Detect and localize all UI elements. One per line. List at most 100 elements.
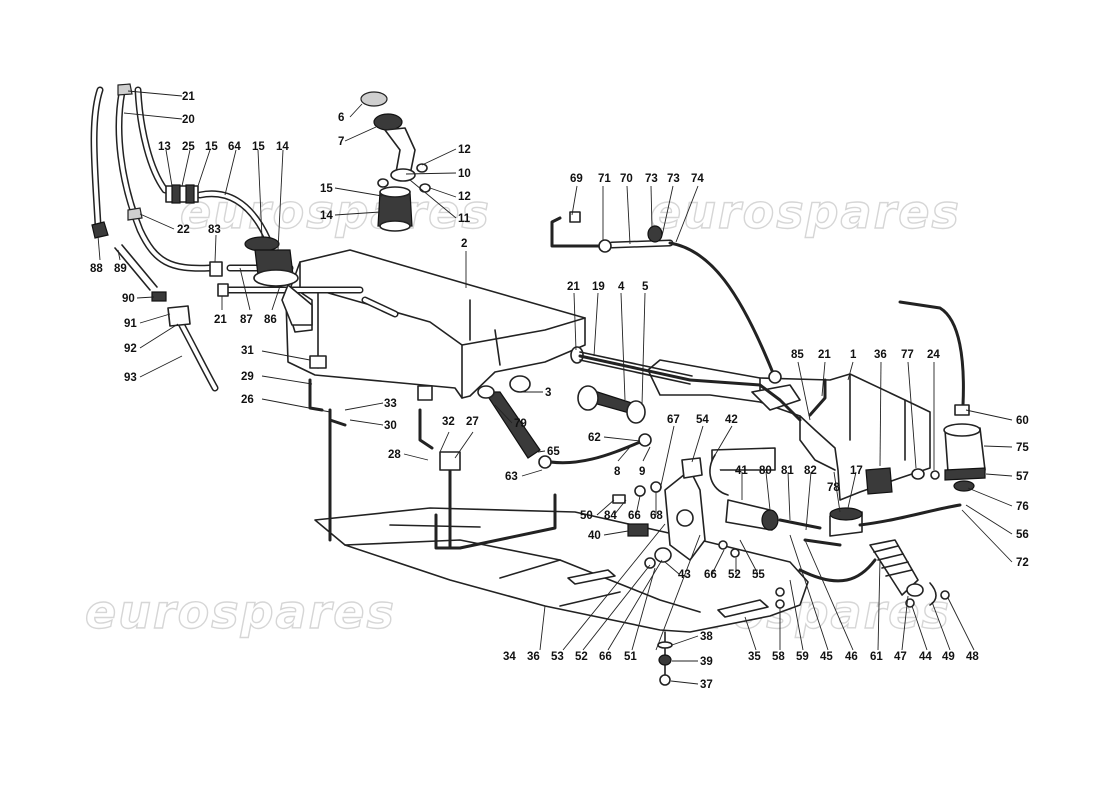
callout-36: 36 xyxy=(527,651,540,663)
callout-33: 33 xyxy=(384,398,397,410)
callout-67: 67 xyxy=(667,414,680,426)
callout-14: 14 xyxy=(276,141,289,153)
callout-80: 80 xyxy=(759,465,772,477)
callout-15: 15 xyxy=(205,141,218,153)
callout-75: 75 xyxy=(1016,442,1029,454)
callout-5: 5 xyxy=(642,281,649,293)
callout-labels: 21 20 13 25 15 64 15 14 6 7 12 10 12 11 … xyxy=(90,91,1029,691)
callout-21: 21 xyxy=(214,314,227,326)
callout-45: 45 xyxy=(820,651,833,663)
callout-44: 44 xyxy=(919,651,932,663)
callout-73: 73 xyxy=(645,173,658,185)
callout-27: 27 xyxy=(466,416,479,428)
callout-10: 10 xyxy=(458,168,471,180)
callout-58: 58 xyxy=(772,651,785,663)
callout-20: 20 xyxy=(182,114,195,126)
callout-21: 21 xyxy=(567,281,580,293)
callout-38: 38 xyxy=(700,631,713,643)
callout-31: 31 xyxy=(241,345,254,357)
callout-29: 29 xyxy=(241,371,254,383)
callout-4: 4 xyxy=(618,281,625,293)
callout-72: 72 xyxy=(1016,557,1029,569)
watermark-top-right: eurospares xyxy=(650,185,961,239)
callout-50: 50 xyxy=(580,510,593,522)
callout-66: 66 xyxy=(628,510,641,522)
tank-neck xyxy=(244,236,313,326)
callout-66: 66 xyxy=(599,651,612,663)
callout-59: 59 xyxy=(796,651,809,663)
callout-40: 40 xyxy=(588,530,601,542)
callout-8: 8 xyxy=(614,466,621,478)
callout-60: 60 xyxy=(1016,415,1029,427)
watermark-bottom-left: eurospares xyxy=(85,585,396,639)
fuel-tank-left xyxy=(285,249,586,399)
callout-69: 69 xyxy=(570,173,583,185)
callout-77: 77 xyxy=(901,349,914,361)
callout-54: 54 xyxy=(696,414,709,426)
callout-11: 11 xyxy=(458,213,471,225)
callout-46: 46 xyxy=(845,651,858,663)
callout-13: 13 xyxy=(158,141,171,153)
callout-79: 79 xyxy=(514,418,527,430)
callout-32: 32 xyxy=(442,416,455,428)
callout-48: 48 xyxy=(966,651,979,663)
callout-39: 39 xyxy=(700,656,713,668)
callout-15: 15 xyxy=(320,183,333,195)
callout-47: 47 xyxy=(894,651,907,663)
bolt-stack xyxy=(657,587,785,686)
callout-87: 87 xyxy=(240,314,253,326)
callout-35: 35 xyxy=(748,651,761,663)
callout-30: 30 xyxy=(384,420,397,432)
callout-63: 63 xyxy=(505,471,518,483)
callout-81: 81 xyxy=(781,465,794,477)
callout-73: 73 xyxy=(667,173,680,185)
callout-89: 89 xyxy=(114,263,127,275)
callout-56: 56 xyxy=(1016,529,1029,541)
callout-6: 6 xyxy=(338,112,344,124)
callout-88: 88 xyxy=(90,263,103,275)
callout-74: 74 xyxy=(691,173,704,185)
callout-43: 43 xyxy=(678,569,691,581)
callout-76: 76 xyxy=(1016,501,1029,513)
callout-37: 37 xyxy=(700,679,713,691)
callout-65: 65 xyxy=(547,446,560,458)
callout-14: 14 xyxy=(320,210,333,222)
filler-neck xyxy=(360,91,431,232)
callout-leaders xyxy=(97,90,1013,685)
callout-25: 25 xyxy=(182,141,195,153)
callout-12: 12 xyxy=(458,191,471,203)
callout-84: 84 xyxy=(604,510,617,522)
callout-92: 92 xyxy=(124,343,137,355)
callout-49: 49 xyxy=(942,651,955,663)
callout-17: 17 xyxy=(850,465,863,477)
callout-62: 62 xyxy=(588,432,601,444)
callout-71: 71 xyxy=(598,173,611,185)
callout-66: 66 xyxy=(704,569,717,581)
callout-34: 34 xyxy=(503,651,516,663)
callout-24: 24 xyxy=(927,349,940,361)
watermark-top-left: eurospares xyxy=(180,185,491,239)
callout-28: 28 xyxy=(388,449,401,461)
callout-52: 52 xyxy=(575,651,588,663)
callout-85: 85 xyxy=(791,349,804,361)
callout-21: 21 xyxy=(182,91,195,103)
callout-19: 19 xyxy=(592,281,605,293)
callout-26: 26 xyxy=(241,394,254,406)
callout-82: 82 xyxy=(804,465,817,477)
callout-42: 42 xyxy=(725,414,738,426)
callout-21: 21 xyxy=(818,349,831,361)
callout-55: 55 xyxy=(752,569,765,581)
callout-52: 52 xyxy=(728,569,741,581)
callout-2: 2 xyxy=(461,238,467,250)
callout-36: 36 xyxy=(874,349,887,361)
callout-15: 15 xyxy=(252,141,265,153)
callout-70: 70 xyxy=(620,173,633,185)
callout-91: 91 xyxy=(124,318,137,330)
filter-assembly xyxy=(803,300,986,547)
callout-61: 61 xyxy=(870,651,883,663)
breather-tube xyxy=(114,244,219,392)
callout-7: 7 xyxy=(338,136,344,148)
callout-83: 83 xyxy=(208,224,221,236)
callout-51: 51 xyxy=(624,651,637,663)
